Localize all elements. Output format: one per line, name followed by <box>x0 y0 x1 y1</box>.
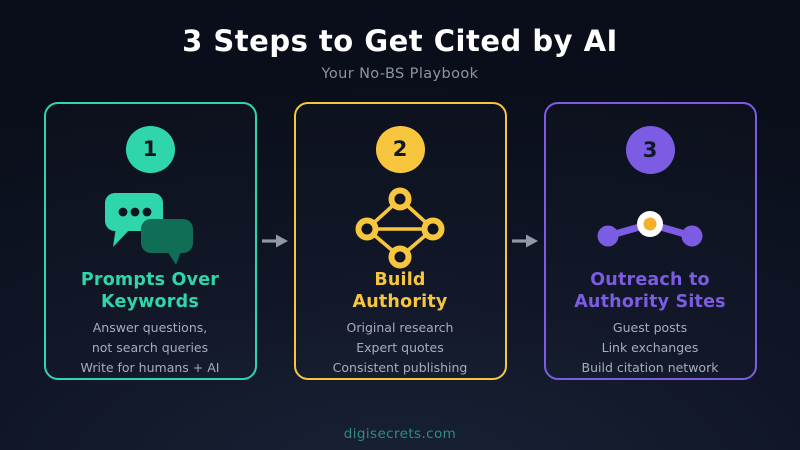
link-nodes-icon <box>575 190 725 266</box>
arrow-right-icon <box>262 234 288 248</box>
step-card-3: 3 Outreach to Authority Sites Guest post… <box>543 102 757 380</box>
steps-row: 1 Prompts Over Keywords Answer questions… <box>43 102 757 380</box>
chat-bubbles-icon <box>75 189 225 267</box>
step-title: Outreach to Authority Sites <box>574 269 726 313</box>
step-title: Prompts Over Keywords <box>80 269 220 313</box>
step-number-badge: 2 <box>375 126 425 173</box>
bullet-line: Original research <box>346 320 454 335</box>
arrow-gap <box>507 232 544 250</box>
header: 3 Steps to Get Cited by AI Your No-BS Pl… <box>182 24 618 82</box>
bullet-line: not search queries <box>91 340 209 355</box>
step-number-badge: 1 <box>125 126 175 173</box>
bullet-line: Consistent publishing <box>332 360 468 375</box>
step-bullets: Original research Expert quotes Consiste… <box>333 318 468 378</box>
step-card-2: 2 <box>293 102 507 380</box>
bullet-line: Build citation network <box>581 360 719 375</box>
website-link: digisecrets.com <box>343 426 457 442</box>
bullet-line: Guest posts <box>612 320 688 335</box>
step-bullets: Answer questions, not search queries Wri… <box>81 318 220 378</box>
page-title: 3 Steps to Get Cited by AI <box>182 24 618 58</box>
step-bullets: Guest posts Link exchanges Build citatio… <box>582 318 719 378</box>
arrow-right-icon <box>512 234 538 248</box>
page-subtitle: Your No-BS Playbook <box>321 66 479 82</box>
arrow-gap <box>257 232 294 250</box>
bullet-line: Expert quotes <box>356 340 444 355</box>
bullet-line: Write for humans + AI <box>80 360 220 375</box>
bullet-line: Answer questions, <box>92 320 208 335</box>
step-number-badge: 3 <box>625 126 675 175</box>
step-card-1: 1 Prompts Over Keywords Answer questions… <box>43 102 257 380</box>
network-diamond-icon <box>325 187 475 268</box>
bullet-line: Link exchanges <box>601 340 699 355</box>
step-title: Build Authority <box>352 269 448 313</box>
